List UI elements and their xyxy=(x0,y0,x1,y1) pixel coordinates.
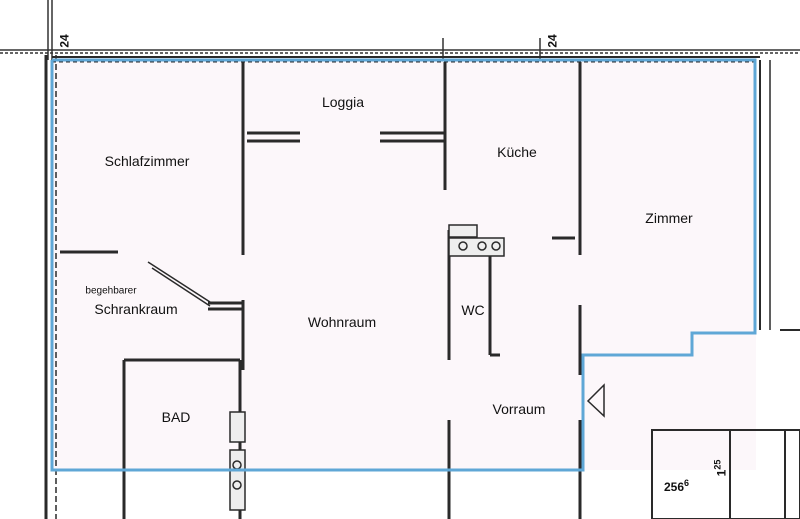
room-kueche-label: Küche xyxy=(497,144,537,160)
entrance-arrow xyxy=(586,383,605,418)
dimension-bottom-a: 2566 xyxy=(664,478,689,494)
top-dimension-line xyxy=(0,0,800,60)
outer-walls xyxy=(44,55,771,519)
neighbor-unit xyxy=(651,429,800,519)
dimension-bottom-a-value: 256 xyxy=(664,480,685,494)
bath-fixtures xyxy=(229,411,246,511)
dimension-bottom-b-value: 1 xyxy=(714,469,729,477)
room-wohnraum-label: Wohnraum xyxy=(307,314,377,330)
room-bad-label: BAD xyxy=(161,409,191,425)
room-wc-label: WC xyxy=(461,302,485,318)
room-schlafzimmer-label: Schlafzimmer xyxy=(104,153,190,169)
wardrobe-doors xyxy=(147,261,211,307)
room-vorraum-label: Vorraum xyxy=(492,401,546,417)
room-zimmer-label: Zimmer xyxy=(645,210,693,226)
room-begehbarer-label: begehbarer xyxy=(85,285,137,297)
dimension-top-mid: 24 xyxy=(545,34,560,48)
kitchen-fixtures xyxy=(448,224,505,257)
room-schrankraum-label: Schrankraum xyxy=(94,301,178,317)
dimension-bottom-a-sup: 6 xyxy=(684,478,690,488)
dimension-bottom-b-sup: 25 xyxy=(712,459,723,470)
dimension-top-left: 24 xyxy=(57,34,72,48)
apartment-outline xyxy=(50,58,757,472)
plan-fill xyxy=(52,58,756,470)
dimension-bottom-b: 125 xyxy=(712,460,728,477)
room-loggia-label: Loggia xyxy=(321,94,365,110)
